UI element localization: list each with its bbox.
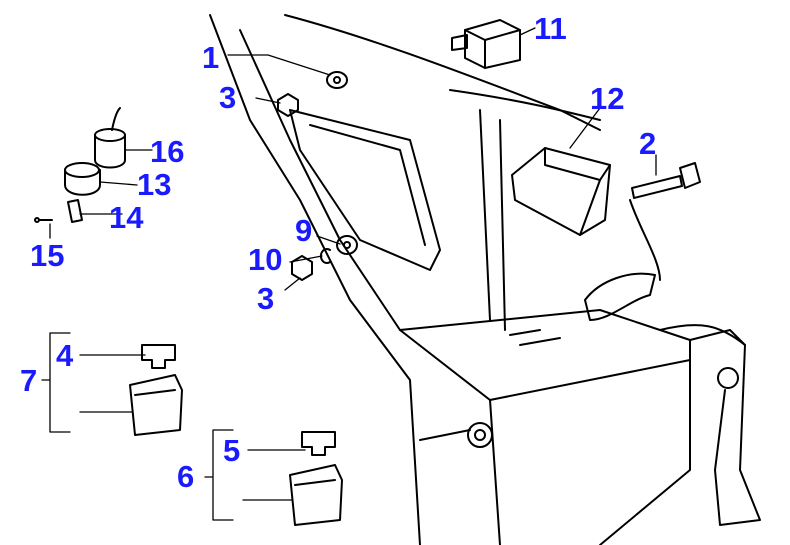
callout-15: 15 (30, 238, 65, 273)
callout-14: 14 (109, 200, 144, 235)
body-panel (209, 14, 601, 545)
callout-5: 5 (223, 433, 241, 468)
fuse-drawings (129, 344, 343, 526)
battery (399, 199, 761, 545)
callout-10: 10 (248, 242, 283, 277)
callout-3-nut: 3 (219, 80, 237, 115)
callout-1: 1 (202, 40, 220, 75)
callout-3-lower: 3 (257, 281, 275, 316)
callout-6: 6 (177, 459, 195, 494)
leader-lines (41, 27, 657, 521)
callout-12: 12 (590, 81, 625, 116)
callout-16: 16 (150, 134, 185, 169)
hardware-drawing (277, 71, 358, 281)
callout-11: 11 (534, 11, 567, 46)
callout-7: 7 (20, 363, 38, 398)
relay-11-drawing (451, 19, 521, 69)
module-12-drawing (511, 147, 611, 236)
switch-drawing (34, 107, 126, 223)
callout-4: 4 (56, 338, 74, 373)
callout-9: 9 (295, 213, 313, 248)
callout-2: 2 (639, 126, 657, 161)
callout-13: 13 (137, 167, 172, 202)
bolt-2-drawing (631, 162, 701, 199)
